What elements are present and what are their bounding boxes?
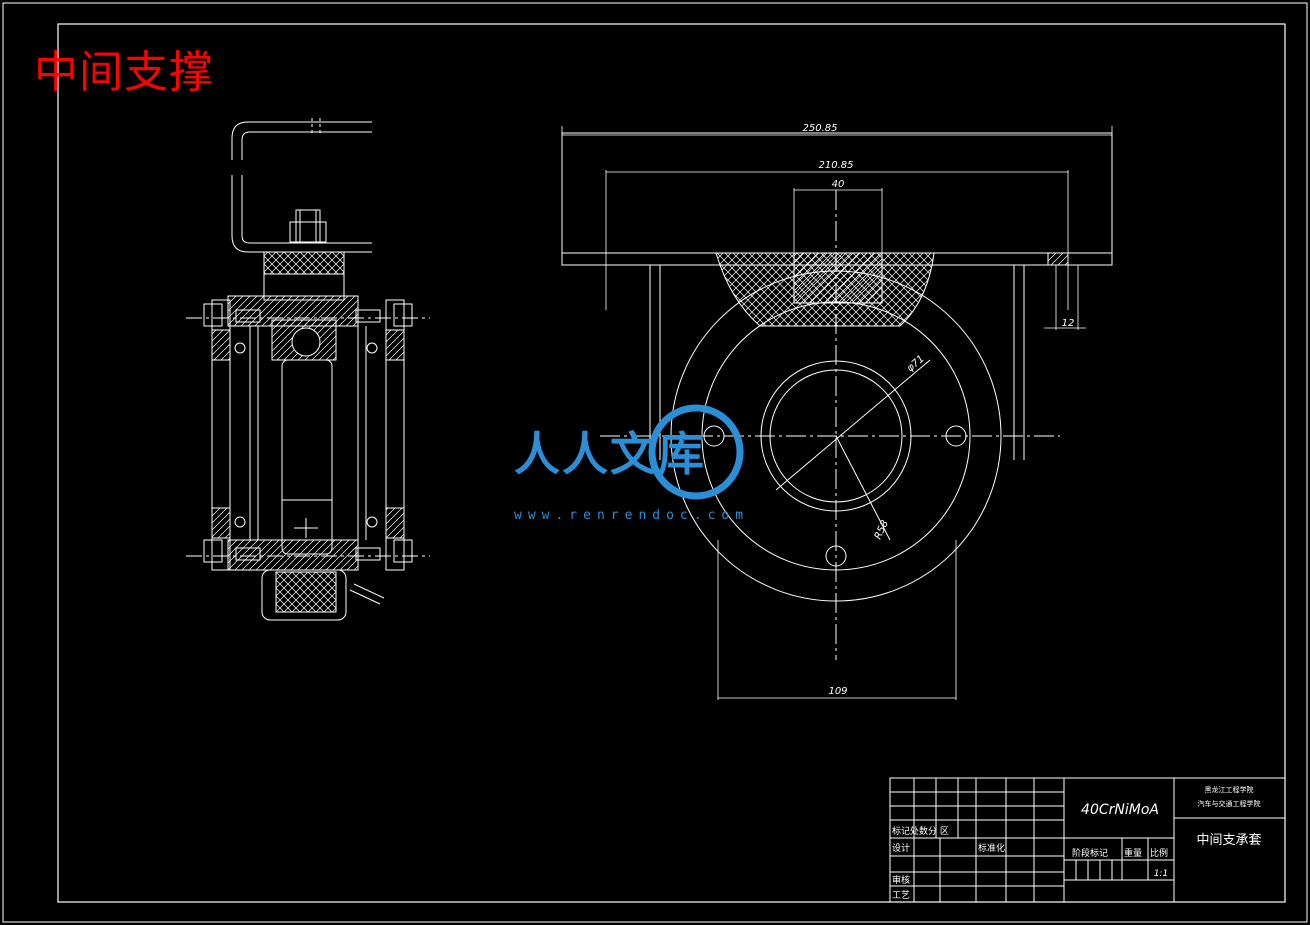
watermark-url: www.renrendoc.com (514, 508, 750, 523)
dim-250: 250.85 (803, 123, 838, 134)
dim-r58: R58 (873, 519, 891, 541)
material-text: 40CrNiMoA (1081, 802, 1159, 818)
process-label: 工艺 (892, 890, 910, 901)
design-label: 设计 (892, 842, 910, 854)
dimension-labels: 250.85 210.85 40 12 φ71 R58 109 (803, 123, 1075, 697)
inner-frame (57, 23, 1286, 903)
review-label: 审核 (892, 874, 910, 886)
page-title: 中间支撑 (34, 47, 214, 98)
school-line1: 黑龙江工程学院 (1205, 785, 1254, 794)
drawing-name: 中间支承套 (1196, 832, 1261, 848)
standard-label: 标准化 (978, 842, 1005, 854)
dim-12: 12 (1062, 318, 1075, 329)
rev-header: 标记处数分 区 (892, 825, 949, 837)
dim-phi71: φ71 (905, 353, 927, 374)
weight-label: 重量 (1124, 847, 1142, 859)
school-line2: 汽车与交通工程学院 (1198, 799, 1261, 808)
scale-label: 比例 (1150, 847, 1168, 859)
dim-210: 210.85 (819, 160, 854, 171)
watermark-logo: 人人文库 (514, 427, 706, 481)
side-section-view (186, 118, 430, 621)
dim-lines (561, 126, 1113, 700)
title-block (889, 777, 1286, 903)
title-block-text: 40CrNiMoA 黑龙江工程学院 汽车与交通工程学院 中间支承套 标记处数分 … (892, 785, 1262, 901)
watermark-emblem (648, 404, 744, 500)
front-view (561, 126, 1113, 700)
scale-value: 1:1 (1154, 869, 1168, 879)
stage-mark-label: 阶段标记 (1072, 847, 1108, 859)
dim-109: 109 (828, 686, 847, 697)
dim-40: 40 (832, 179, 845, 190)
